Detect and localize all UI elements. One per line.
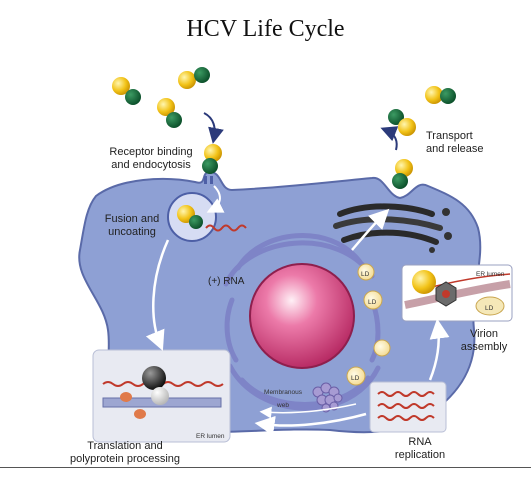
nucleus (249, 263, 355, 369)
extracellular-virions (112, 67, 456, 189)
membranous-web-vesicles (312, 382, 343, 413)
lipid-droplets (346, 263, 391, 386)
label-translation-line-2: polyprotein processing (69, 453, 181, 465)
label-fusion-uncoating-line-1: Fusion and (104, 213, 160, 225)
label-plus-rna: (+) RNA (208, 276, 245, 287)
label-ld-4: LD (485, 305, 494, 312)
label-rna-replication-line-1: RNA (408, 436, 432, 448)
label-receptor-binding: Receptor binding and endocytosis (96, 146, 206, 172)
label-membranous-web: Membranous web (256, 386, 310, 412)
label-receptor-binding-line-1: Receptor binding (109, 146, 193, 158)
label-virion-assembly-line-1: Virion (470, 328, 498, 340)
label-ld-2: LD (368, 299, 377, 306)
diagram-title: HCV Life Cycle (186, 16, 345, 42)
lifecycle-arrows (145, 112, 450, 436)
label-translation: Translation and polyprotein processing (40, 440, 210, 466)
label-virion-assembly: Virion assembly (452, 328, 516, 354)
endoplasmic-reticulum (223, 233, 381, 411)
label-transport-release-line-2: and release (426, 143, 484, 155)
label-rna-replication-line-2: replication (394, 449, 446, 461)
virion-assembly-panel (401, 264, 513, 322)
label-rna-replication: RNA replication (384, 436, 456, 462)
label-membranous-web-line-2: web (277, 402, 289, 409)
label-translation-line-1: Translation and (87, 440, 163, 452)
label-ld-1: LD (361, 271, 370, 278)
label-transport-release: Transport and release (426, 130, 484, 156)
label-er-lumen-right: ER lumen (476, 271, 505, 278)
plus-rna-strand (205, 224, 247, 232)
endosome (167, 192, 217, 242)
receptors (204, 176, 213, 184)
bottom-divider (0, 467, 531, 468)
label-membranous-web-line-1: Membranous (264, 389, 302, 396)
label-receptor-binding-line-2: and endocytosis (111, 159, 191, 171)
label-ld-3: LD (351, 375, 360, 382)
label-transport-release-line-1: Transport (426, 130, 473, 142)
rna-replication-panel (369, 381, 447, 433)
label-virion-assembly-line-2: assembly (460, 341, 508, 353)
translation-panel (92, 349, 231, 443)
golgi-apparatus (333, 203, 452, 253)
label-fusion-uncoating-line-2: uncoating (108, 226, 156, 238)
label-fusion-uncoating: Fusion and uncoating (100, 213, 164, 239)
label-er-lumen-left: ER lumen (196, 433, 225, 440)
